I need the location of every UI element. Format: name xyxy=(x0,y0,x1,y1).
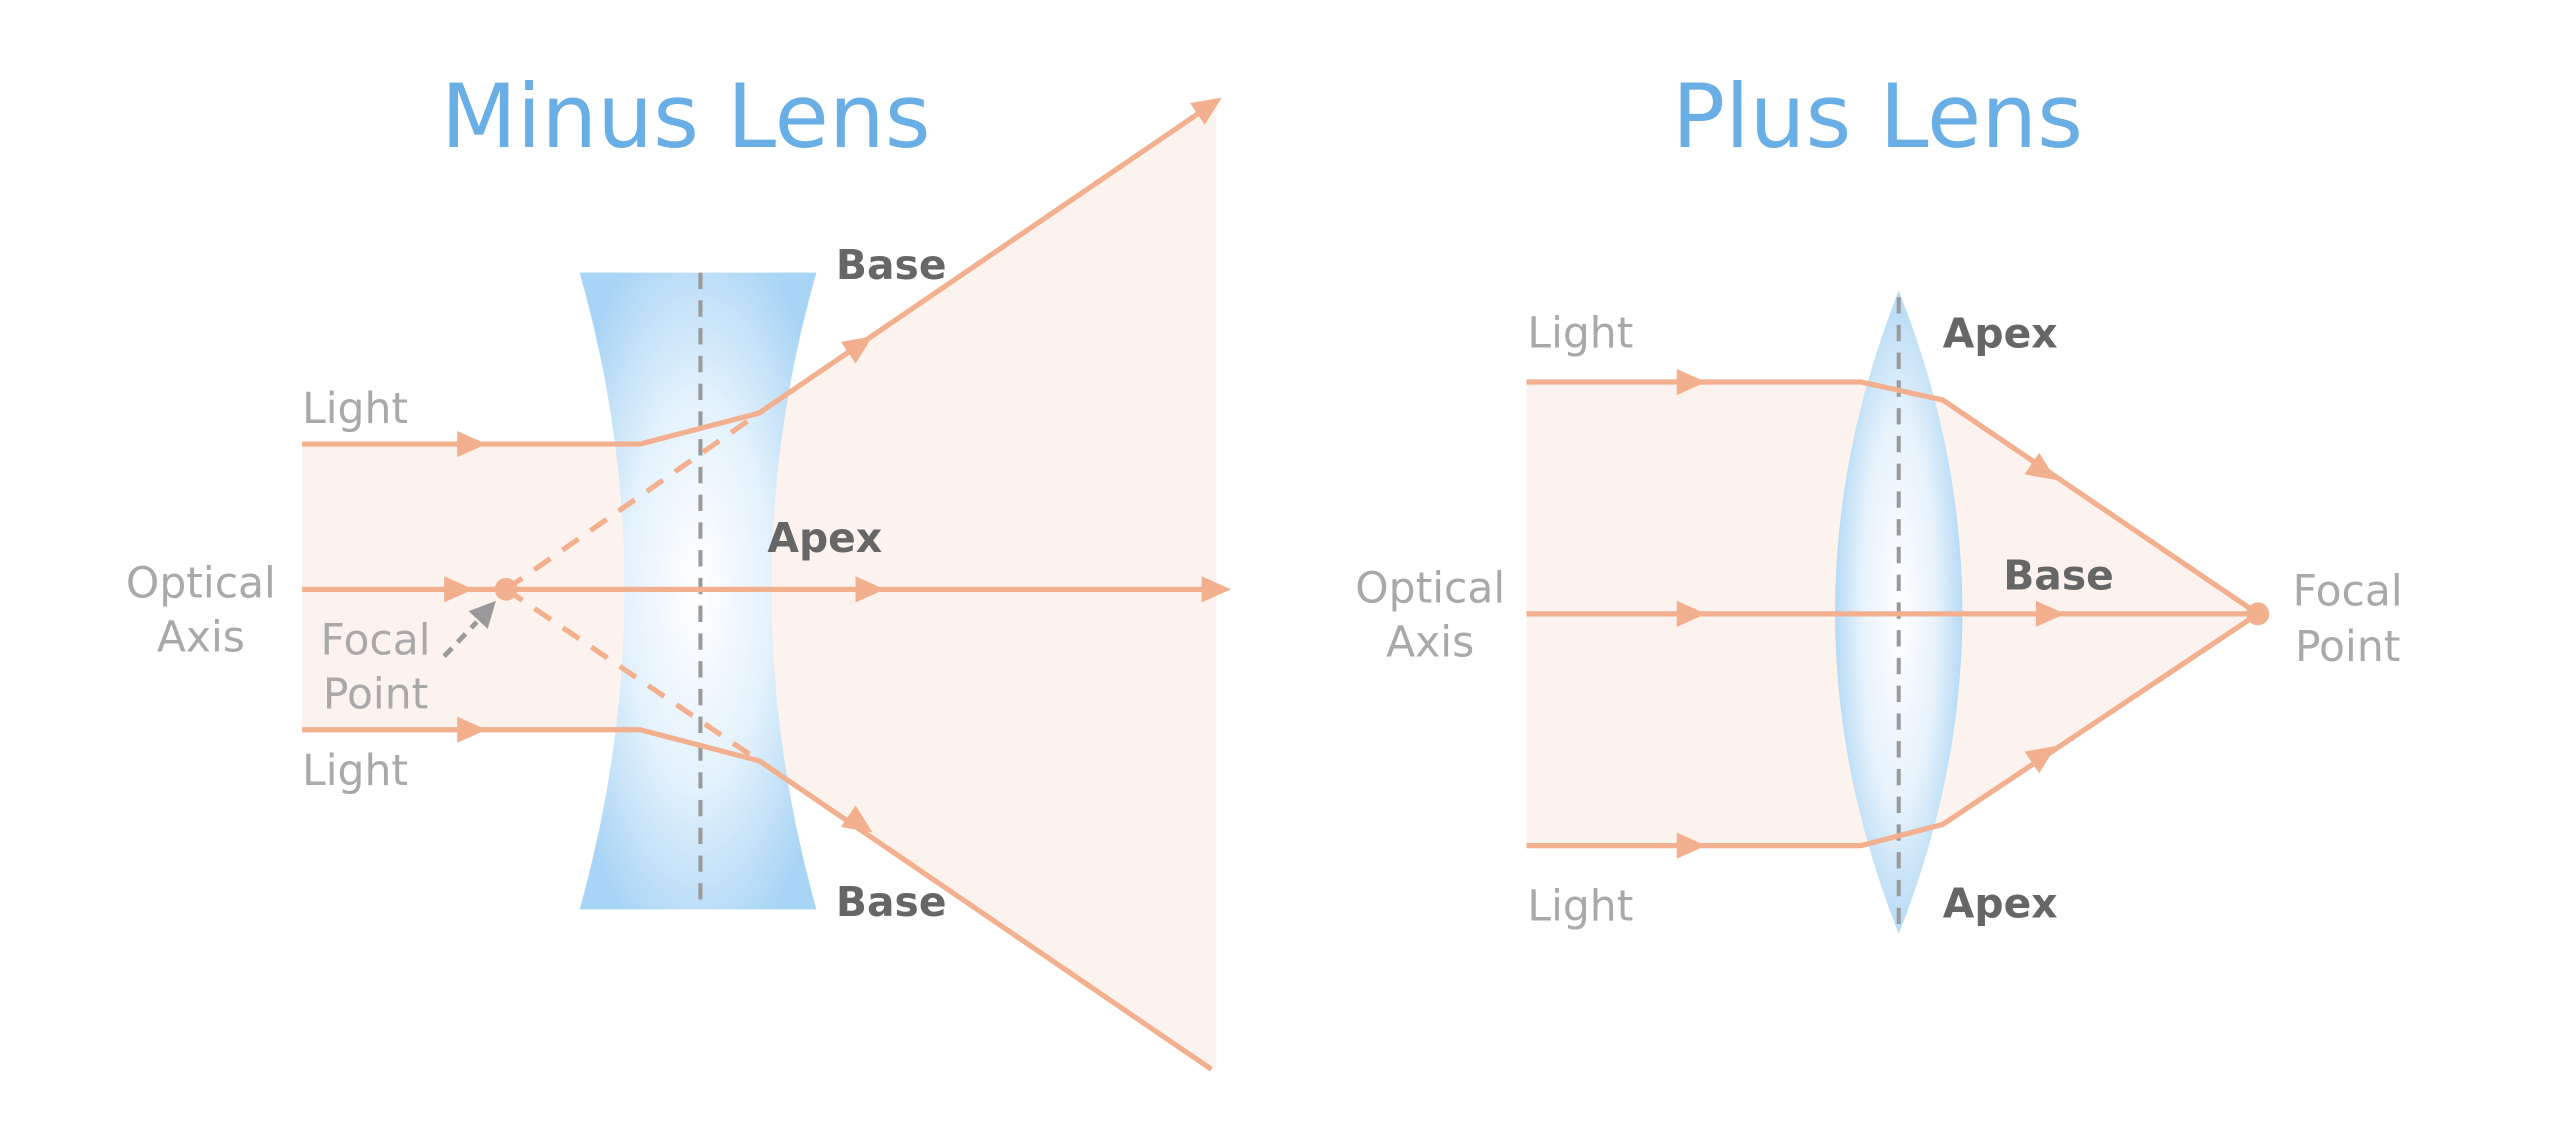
arrow-icon xyxy=(855,576,885,603)
minus-lens-title: Minus Lens xyxy=(441,65,931,168)
focal-pointer-line xyxy=(442,620,479,658)
minus-lens-diagram: Minus Lens Light Light Optical Axis Foca… xyxy=(126,65,1232,1072)
arrow-icon xyxy=(1201,576,1232,603)
arrow-icon xyxy=(444,576,474,603)
minus-optical-axis-label-line1: Optical xyxy=(126,560,276,609)
plus-focal-point-label-line2: Point xyxy=(2295,623,2400,672)
plus-focal-point-label-line1: Focal xyxy=(2293,568,2403,617)
minus-focal-point-dot xyxy=(494,577,518,601)
arrow-icon xyxy=(1190,97,1222,125)
plus-optical-axis-label-line1: Optical xyxy=(1355,564,1505,613)
minus-arrowheads xyxy=(444,97,1232,833)
plus-light-bottom-label: Light xyxy=(1527,883,1633,932)
arrow-icon xyxy=(457,716,487,743)
plus-light-top-label: Light xyxy=(1527,310,1633,359)
plus-focal-point-dot xyxy=(2246,602,2270,626)
minus-focal-point-label-line1: Focal xyxy=(321,617,431,666)
arrow-icon xyxy=(1676,600,1707,627)
arrow-icon xyxy=(1676,368,1707,396)
arrow-icon xyxy=(2024,452,2057,481)
minus-virtual-ray-bottom xyxy=(504,587,761,763)
arrow-icon xyxy=(457,430,487,458)
plus-apex-top-label: Apex xyxy=(1943,310,2058,358)
arrow-icon xyxy=(840,805,873,833)
minus-base-top-label: Base xyxy=(836,241,947,289)
arrow-icon xyxy=(1676,832,1707,859)
plus-arrowheads xyxy=(1676,368,2066,859)
plus-base-label: Base xyxy=(2003,551,2114,599)
plus-lens-diagram: Plus Lens Light Light Optical Axis Focal… xyxy=(1355,65,2403,934)
minus-focal-point-label-line2: Point xyxy=(323,671,428,720)
plus-apex-bottom-label: Apex xyxy=(1943,879,2058,927)
arrow-icon xyxy=(2024,746,2057,774)
focal-pointer-arrow-icon xyxy=(468,600,496,629)
arrow-icon xyxy=(2035,600,2066,627)
plus-lens-title: Plus Lens xyxy=(1672,65,2083,168)
minus-light-bottom-label: Light xyxy=(302,747,408,796)
minus-apex-label: Apex xyxy=(767,514,882,562)
plus-optical-axis-label-line2: Axis xyxy=(1386,618,1474,667)
minus-virtual-ray-top xyxy=(504,410,761,592)
minus-base-bottom-label: Base xyxy=(836,878,947,926)
minus-optical-axis-label-line2: Axis xyxy=(157,613,245,662)
arrow-icon xyxy=(840,336,873,364)
minus-light-top-label: Light xyxy=(302,385,408,434)
